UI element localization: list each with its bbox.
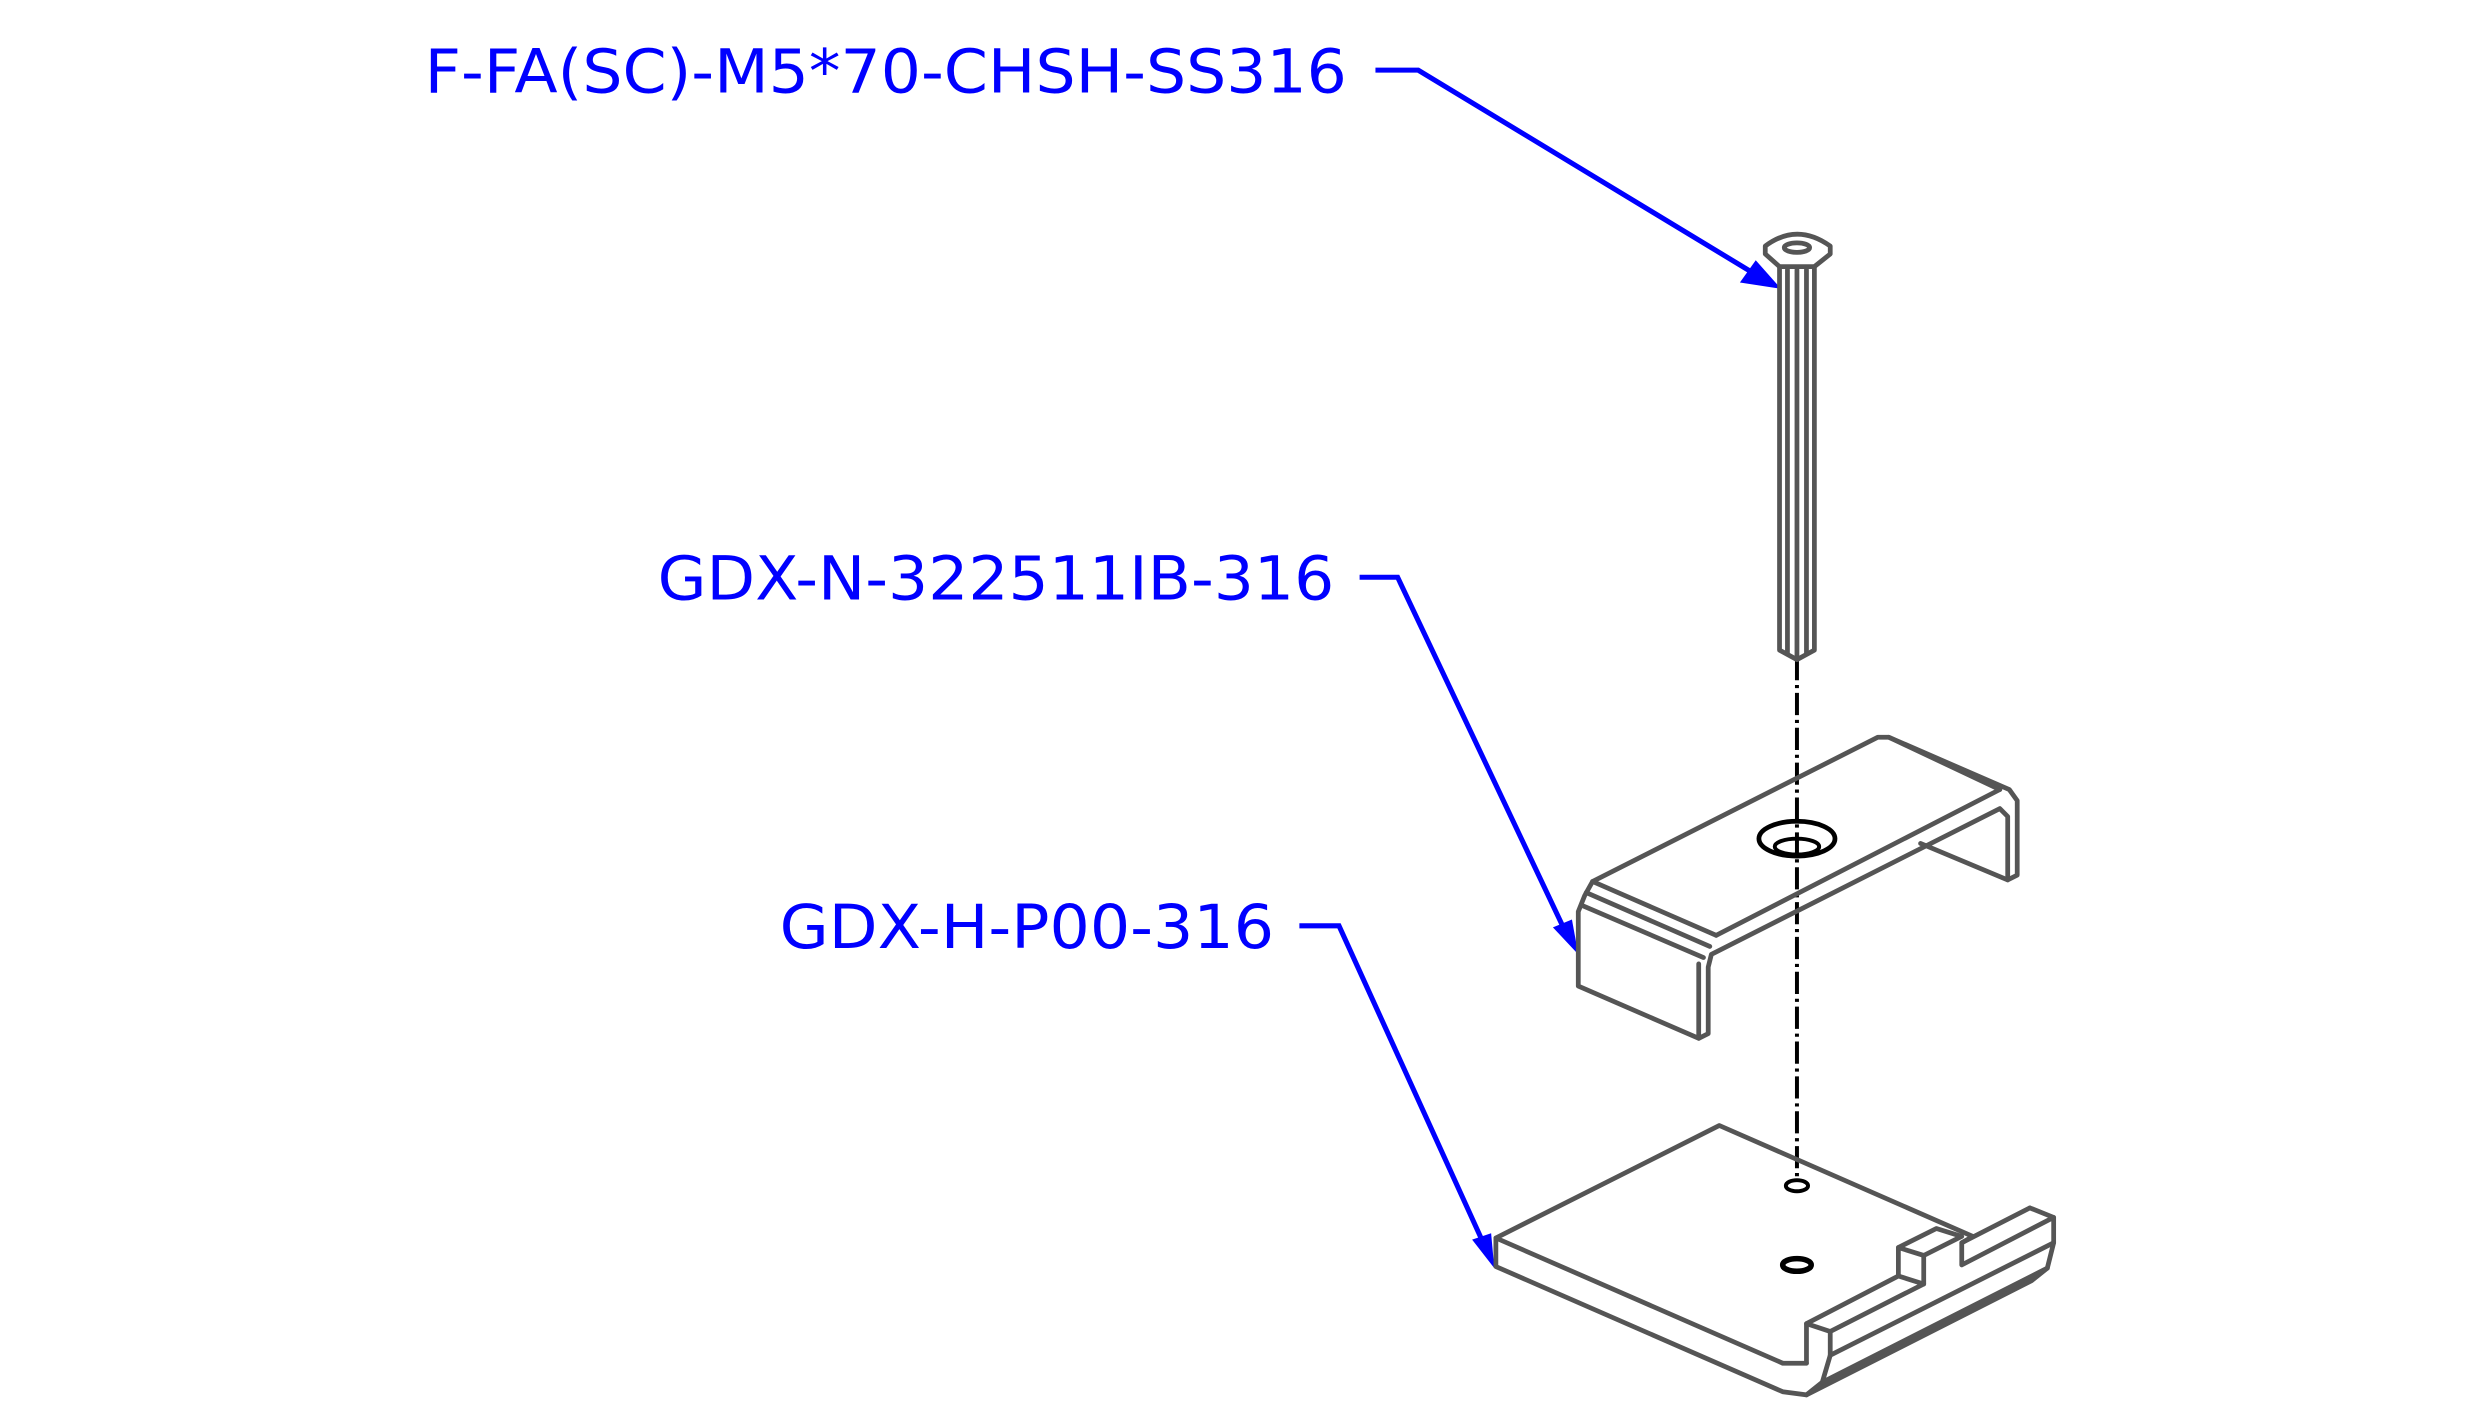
arrowhead-clamp	[1552, 919, 1579, 955]
callout-screw: F-FA(SC)-M5*70-CHSH-SS316	[425, 37, 1782, 289]
callout-label-screw: F-FA(SC)-M5*70-CHSH-SS316	[425, 37, 1347, 107]
callout-base: GDX-H-P00-316	[780, 893, 1495, 1269]
leader-line-base	[1299, 923, 1486, 1244]
screw-drawing	[1762, 231, 1833, 662]
arrowhead-base	[1472, 1233, 1495, 1269]
callout-label-clamp: GDX-N-322511IB-316	[658, 544, 1335, 614]
leader-line-screw	[1375, 67, 1758, 277]
arrowhead-screw	[1739, 260, 1782, 289]
callout-label-base: GDX-H-P00-316	[780, 893, 1274, 963]
clamp-drawing	[1575, 734, 2020, 1041]
base-drawing	[1493, 1123, 2057, 1398]
leader-line-clamp	[1359, 574, 1568, 934]
callout-clamp: GDX-N-322511IB-316	[658, 544, 1579, 955]
